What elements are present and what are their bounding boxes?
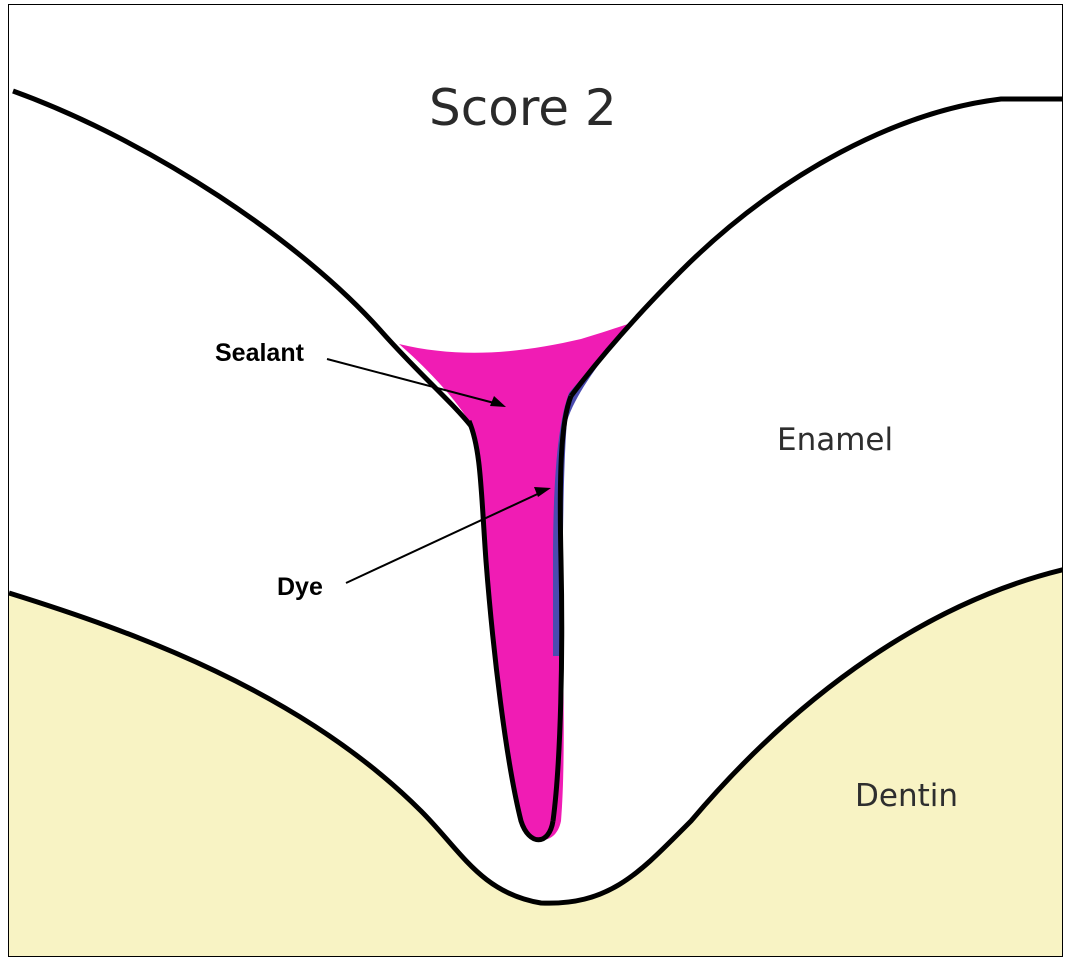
- dentin-label: Dentin: [855, 781, 958, 812]
- occlusal-surface-line-right: [571, 99, 1063, 396]
- sealant-label: Sealant: [215, 341, 304, 366]
- enamel-label: Enamel: [777, 425, 893, 456]
- diagram-title: Score 2: [429, 83, 617, 133]
- tooth-cross-section: [9, 5, 1063, 957]
- dye-label: Dye: [277, 575, 323, 600]
- sealant-body: [399, 323, 631, 840]
- occlusal-surface-line: [13, 91, 471, 426]
- diagram-frame: Score 2 Enamel Dentin Sealant Dye: [8, 4, 1063, 957]
